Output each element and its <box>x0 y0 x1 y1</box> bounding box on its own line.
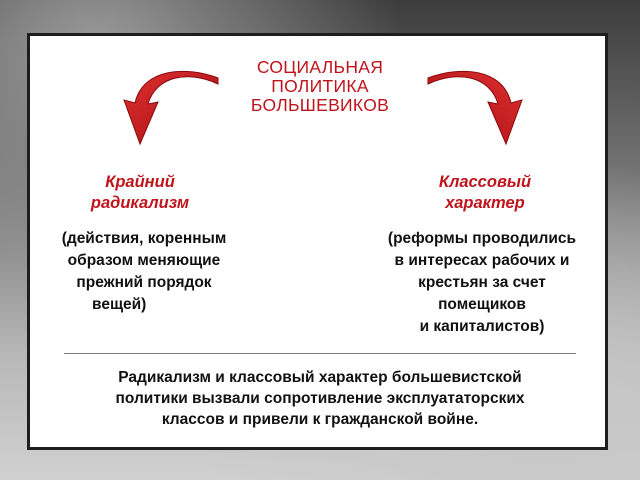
right-heading-line: Классовый <box>438 173 532 191</box>
right-heading-line: характер <box>445 194 525 212</box>
curved-arrow-left-icon <box>123 70 219 146</box>
right-body-line: помещиков <box>438 296 526 313</box>
conclusion-line: Радикализм и классовый характер большеви… <box>118 369 522 386</box>
divider <box>64 353 576 354</box>
title-line: ПОЛИТИКА <box>271 76 369 96</box>
left-body-line: (действия, коренным <box>61 230 227 247</box>
left-heading: Крайний радикализм <box>60 172 220 214</box>
right-body-line: (реформы проводились <box>387 230 577 247</box>
right-body-line: крестьян за счет <box>418 274 546 291</box>
left-body-line: образом меняющие <box>67 252 221 269</box>
title-line: СОЦИАЛЬНАЯ <box>256 57 384 77</box>
right-body-line: в интересах рабочих и <box>394 252 570 269</box>
left-description: (действия, коренным образом меняющие пре… <box>34 228 254 316</box>
conclusion-line: политики вызвали сопротивление эксплуата… <box>115 390 525 407</box>
slide-title: СОЦИАЛЬНАЯ ПОЛИТИКА БОЛЬШЕВИКОВ <box>200 58 440 115</box>
right-description: (реформы проводились в интересах рабочих… <box>362 228 602 338</box>
conclusion-line: классов и привели к гражданской войне. <box>161 411 479 428</box>
right-body-line: и капиталистов) <box>419 318 545 335</box>
conclusion-text: Радикализм и классовый характер большеви… <box>40 367 600 430</box>
left-heading-line: радикализм <box>90 194 190 212</box>
left-body-line: вещей) <box>92 296 147 313</box>
curved-arrow-right-icon <box>427 70 523 146</box>
right-heading: Классовый характер <box>405 172 565 214</box>
left-body-line: прежний порядок <box>76 274 212 291</box>
left-heading-line: Крайний <box>105 173 175 191</box>
title-line: БОЛЬШЕВИКОВ <box>250 95 390 115</box>
